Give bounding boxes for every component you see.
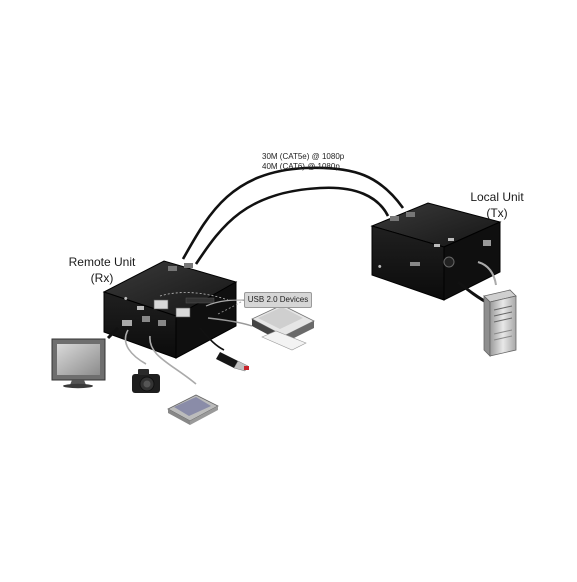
rj45-port-icon [168,266,177,271]
svg-text:⦁: ⦁ [124,295,128,302]
camera [132,369,160,393]
usb-devices-label: USB 2.0 Devices [244,292,312,308]
usb-port-icon [153,299,169,310]
pc-tower [483,289,517,357]
rj45-port-icon [184,263,193,268]
port-icon [443,256,455,268]
cat-cables [181,166,405,265]
printer [251,304,315,351]
cat-cable-2 [194,186,390,265]
local-unit-box: ⦁ [370,202,502,301]
usb-led-icon [244,366,249,370]
svg-text:⦁: ⦁ [378,263,382,270]
cable-spec-line-2: 40M (CAT6) @ 1080p [262,162,340,171]
cat-cable-1 [181,166,405,260]
local-unit-title: Local Unit [470,190,524,204]
scanner [167,394,219,425]
rj45-port-icon [390,216,399,221]
monitor [51,338,106,389]
led-indicator-icon [483,240,491,246]
remote-unit-subtitle: (Rx) [90,271,114,285]
remote-unit-title: Remote Unit [68,255,136,269]
cable-spec-line-1: 30M (CAT5e) @ 1080p [262,152,345,161]
local-unit-subtitle: (Tx) [486,206,508,220]
usb-port-icon [175,307,191,318]
rj45-port-icon [406,212,415,217]
usb-flash-drive [216,352,249,372]
